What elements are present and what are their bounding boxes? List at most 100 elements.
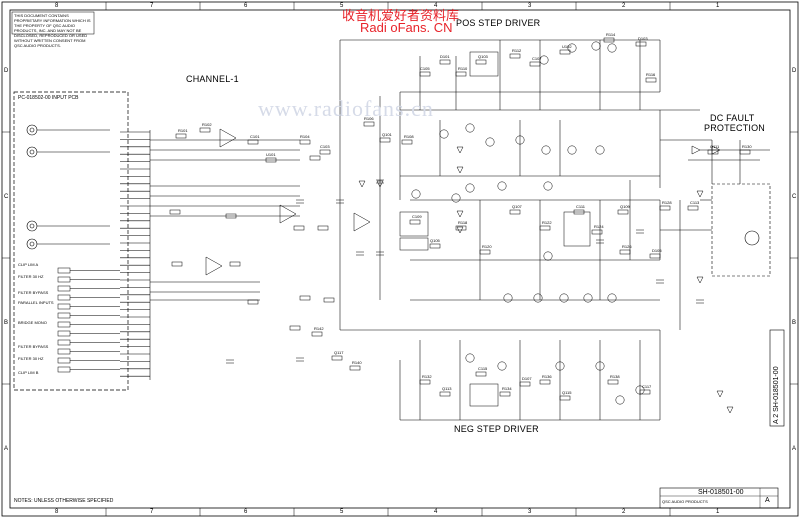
component-label: Q115: [562, 390, 572, 395]
switch-label: FILTER BYPASS: [18, 344, 49, 349]
ruler-right-letter: A: [792, 446, 797, 452]
component-label: Q111: [710, 144, 720, 149]
ruler-left-letter: C: [4, 194, 9, 200]
component-label: R114: [606, 32, 616, 37]
ruler-right-letter: C: [792, 194, 797, 200]
component-label: R142: [314, 326, 324, 331]
component-label: Q117: [334, 350, 344, 355]
input-pcb-title: PC-018502-00 INPUT PCB: [18, 95, 79, 101]
neg-driver-heading: NEG STEP DRIVER: [454, 424, 539, 434]
notes-text: NOTES: UNLESS OTHERWISE SPECIFIED: [14, 498, 114, 504]
vertical-id-box: [769, 329, 785, 427]
component-label: R130: [742, 144, 752, 149]
ruler-top-number: 3: [528, 3, 532, 9]
ruler-bottom-number: 8: [55, 509, 59, 515]
pos-driver-heading: POS STEP DRIVER: [456, 18, 541, 28]
ruler-bottom-number: 2: [622, 509, 626, 515]
component-label: R124: [594, 224, 604, 229]
ruler-bottom-number: 1: [716, 509, 720, 515]
component-label: U101: [266, 152, 276, 157]
component-label: D103: [638, 36, 648, 41]
dc-fault-heading: DC FAULT: [710, 113, 755, 123]
component-label: R106: [364, 116, 374, 121]
component-label: R136: [542, 374, 552, 379]
component-label: C109: [412, 214, 422, 219]
ruler-bottom-number: 5: [340, 509, 344, 515]
component-label: D107: [522, 376, 532, 381]
proprietary-notice: THIS DOCUMENT CONTAINS PROPRIETARY INFOR…: [14, 13, 91, 48]
ruler-left-letter: A: [4, 446, 9, 452]
drawing-number: SH-018501-00: [698, 489, 744, 496]
notice-box: [11, 11, 95, 35]
ruler-bottom-number: 7: [150, 509, 154, 515]
switch-label: PARALLEL INPUTS: [18, 300, 54, 305]
ruler-top-number: 4: [434, 3, 438, 9]
watermark-chinese: 收音机爱好者资料库: [342, 8, 460, 23]
component-label: Q113: [442, 386, 452, 391]
component-label: R140: [352, 360, 362, 365]
component-label: R116: [646, 72, 656, 77]
ruler-left-letter: D: [4, 68, 9, 74]
component-label: C103: [320, 144, 330, 149]
component-label: R132: [422, 374, 432, 379]
switch-label: FILTER BYPASS: [18, 290, 49, 295]
component-label: R101: [178, 128, 188, 133]
component-label: R134: [502, 386, 512, 391]
ruler-bottom-number: 4: [434, 509, 438, 515]
component-label: C117: [642, 384, 652, 389]
switch-label: CLIP LIM A: [18, 262, 39, 267]
input-jacks: [26, 124, 38, 250]
component-label: Q109: [620, 204, 630, 209]
component-label: R126: [622, 244, 632, 249]
component-label: D105: [652, 248, 662, 253]
company-name: QSC AUDIO PRODUCTS: [662, 499, 708, 504]
dc-fault-box: [711, 183, 771, 277]
channel-heading: CHANNEL-1: [186, 74, 239, 84]
component-label: C101: [250, 134, 260, 139]
component-label: R128: [662, 200, 672, 205]
component-label: R108: [404, 134, 414, 139]
component-label: C107: [532, 56, 542, 61]
component-label: Q107: [512, 204, 522, 209]
switch-label: FILTER 30 HZ: [18, 356, 44, 361]
ruler-bottom-number: 6: [244, 509, 248, 515]
ruler-left-letter: B: [4, 320, 9, 326]
component-label: C111: [576, 204, 585, 209]
component-label: Q101: [382, 132, 392, 137]
input-pcb-box: [13, 91, 129, 391]
dc-protection-heading: PROTECTION: [704, 123, 766, 133]
switch-label: CLIP LIM B: [18, 370, 39, 375]
component-label: D101: [440, 54, 450, 59]
component-label: R110: [458, 66, 468, 71]
component-label: Q103: [478, 54, 488, 59]
switch-label: BRIDGE MONO: [18, 320, 47, 325]
component-label: C115: [478, 366, 488, 371]
component-label: R112: [512, 48, 522, 53]
switch-label: FILTER 30 HZ: [18, 274, 44, 279]
ruler-bottom-number: 3: [528, 509, 532, 515]
revision-letter: A: [765, 497, 770, 504]
watermark-radiofans: Radi oFans. CN: [360, 20, 453, 35]
component-label: R102: [202, 122, 212, 127]
component-label: C113: [690, 200, 700, 205]
ruler-top-number: 2: [622, 3, 626, 9]
component-label: R104: [300, 134, 310, 139]
ruler-top-number: 1: [716, 3, 720, 9]
inner-border: [9, 9, 791, 509]
ruler-top-number: 5: [340, 3, 344, 9]
component-label: R122: [542, 220, 552, 225]
ruler-top-number: 6: [244, 3, 248, 9]
vertical-drawing-id: A 2 SH-018501-00: [773, 366, 780, 424]
component-label: R118: [458, 220, 468, 225]
component-label: Q105: [430, 238, 440, 243]
title-block: [659, 487, 779, 509]
ghost-watermark: www.radiofans.cn: [258, 96, 434, 121]
ruler-top-number: 7: [150, 3, 154, 9]
component-label: C105: [420, 66, 430, 71]
component-label: U102: [562, 44, 572, 49]
component-label: R120: [482, 244, 492, 249]
